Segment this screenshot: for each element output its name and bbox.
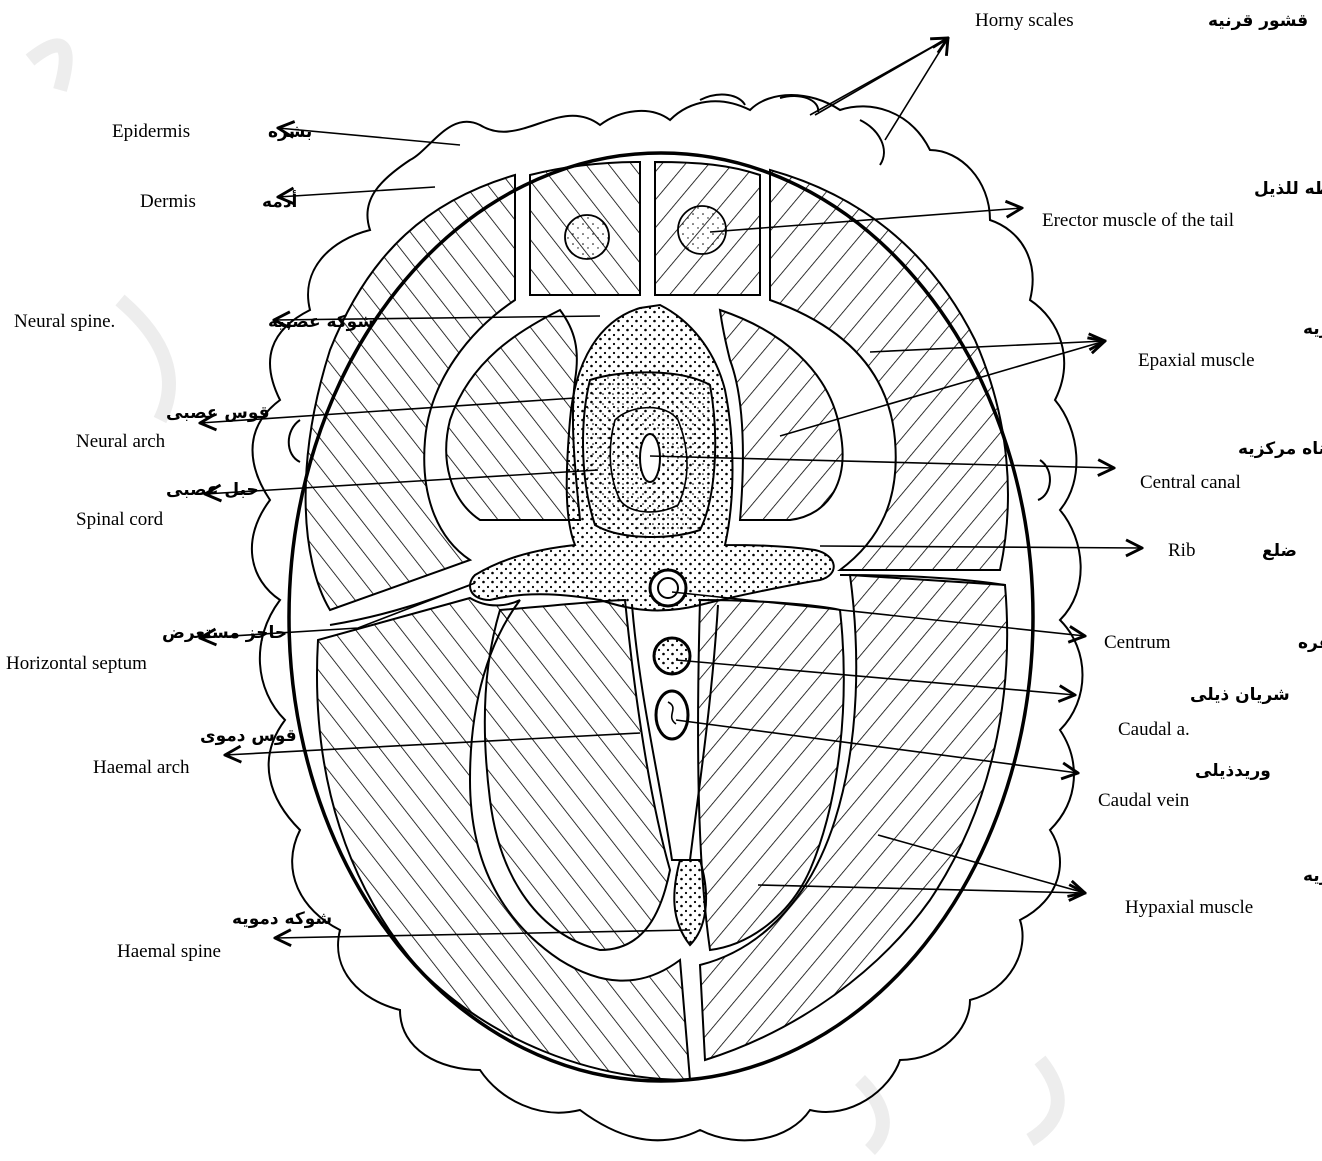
label-rib-ar: ضلع <box>1262 541 1297 561</box>
label-caudal-artery-en: Caudal a. <box>1118 719 1190 740</box>
label-haemal-arch-en: Haemal arch <box>93 757 190 778</box>
label-epaxial-ar: عضلات فوق محوريه <box>1303 319 1322 339</box>
label-rib-en: Rib <box>1168 540 1195 561</box>
label-neural-spine-ar: شوكه عصبيه <box>268 312 374 332</box>
label-haemal-spine-en: Haemal spine <box>117 941 221 962</box>
label-horny-scales-en: Horny scales <box>975 10 1074 31</box>
hypaxial-inner-left <box>485 600 670 950</box>
label-erector-en: Erector muscle of the tail <box>1042 210 1234 231</box>
label-epidermis-ar: بشره <box>268 122 312 142</box>
epaxial-inner-right <box>720 310 843 520</box>
label-caudal-artery-ar: شريان ذيلى <box>1190 685 1290 705</box>
label-haemal-arch-ar: قوس دموى <box>200 726 297 746</box>
central-canal <box>640 434 660 482</box>
label-hypaxial-en: Hypaxial muscle <box>1125 897 1253 918</box>
haemal-spine <box>674 860 706 945</box>
label-centrum-en: Centrum <box>1104 632 1171 653</box>
label-caudal-vein-ar: وريدذيلى <box>1195 761 1271 781</box>
centrum <box>650 570 686 606</box>
arrow-dermis <box>278 187 435 197</box>
label-dermis-en: Dermis <box>140 191 196 212</box>
label-hypaxial-ar: عضلات تحت محوريه <box>1303 866 1322 886</box>
label-dermis-ar: أدمه <box>262 190 297 212</box>
caudal-artery <box>654 638 690 674</box>
label-central-canal-en: Central canal <box>1140 472 1241 493</box>
label-horizontal-septum-en: Horizontal septum <box>6 653 147 674</box>
label-epaxial-en: Epaxial muscle <box>1138 350 1255 371</box>
erector-muscle-right-nerve <box>678 206 726 254</box>
scale-curl <box>700 95 884 165</box>
label-spinal-cord-ar: حبل عصبى <box>166 480 259 500</box>
arrow-horny-scales <box>815 38 948 140</box>
label-neural-spine-en: Neural spine. <box>14 311 115 332</box>
label-horny-scales-ar: قشور قرنيه <box>1208 11 1308 31</box>
label-epidermis-en: Epidermis <box>112 121 190 142</box>
label-neural-arch-en: Neural arch <box>76 431 166 452</box>
label-central-canal-ar: قناه مركزيه <box>1238 439 1322 459</box>
erector-muscle-left-nerve <box>565 215 609 259</box>
label-spinal-cord-en: Spinal cord <box>76 509 164 530</box>
arrow-horny-scales-2 <box>810 38 948 115</box>
label-erector-ar: عضلات باسطه للذيل <box>1254 179 1322 199</box>
label-caudal-vein-en: Caudal vein <box>1098 790 1190 811</box>
label-haemal-spine-ar: شوكه دمويه <box>232 909 332 929</box>
label-centrum-ar: جسم الفقره <box>1298 633 1322 653</box>
